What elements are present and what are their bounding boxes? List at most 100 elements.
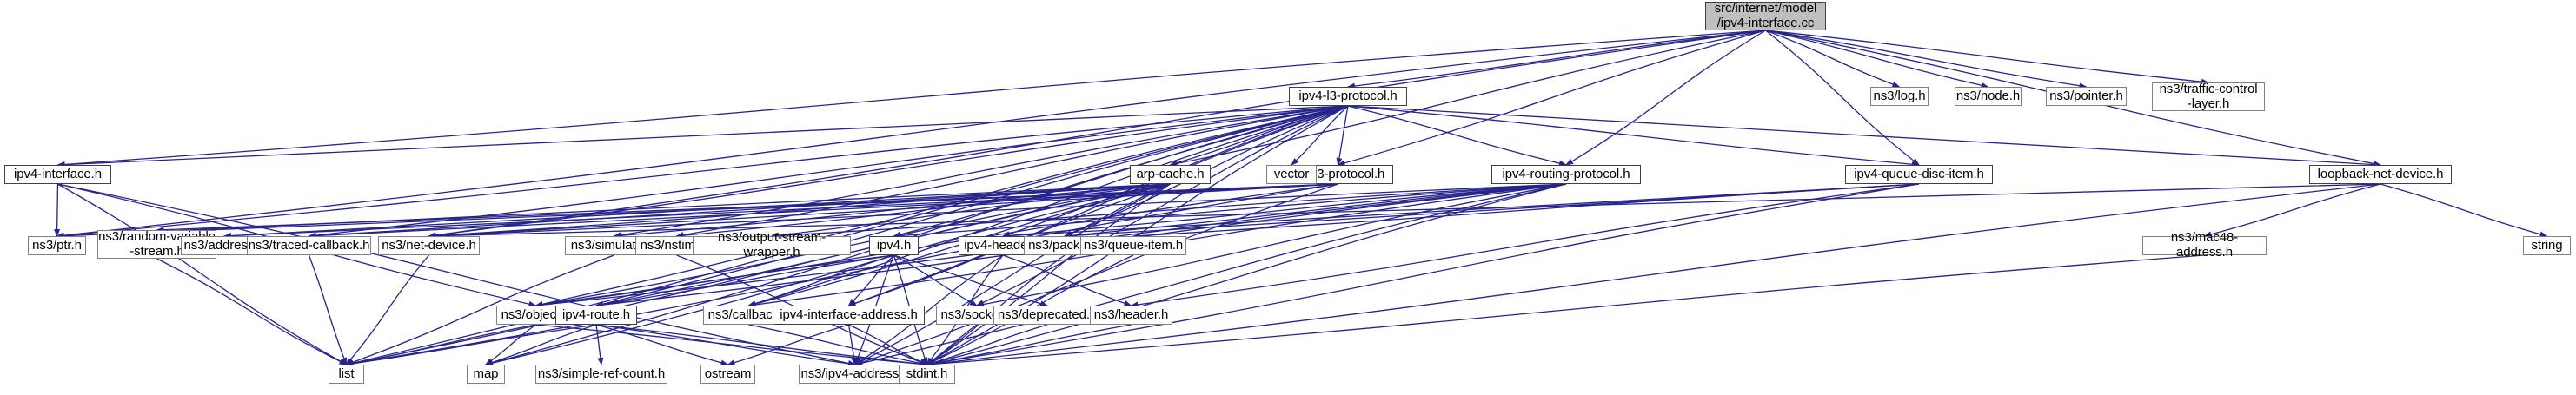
graph-edge (771, 183, 1567, 240)
graph-edge (1565, 30, 1766, 166)
graph-edge (56, 105, 1349, 168)
graph-node-arpcache[interactable]: arp-cache.h (1130, 165, 1211, 184)
graph-edge (926, 324, 1048, 366)
graph-node-root[interactable]: src/internet/model /ipv4-interface.cc (1705, 1, 1826, 30)
graph-edge (1337, 30, 1766, 167)
graph-node-stdint[interactable]: stdint.h (899, 365, 955, 384)
graph-node-ipv4iface[interactable]: ipv4-interface.h (4, 165, 111, 184)
graph-edge (308, 254, 348, 365)
graph-edge (926, 183, 1920, 367)
graph-edge (54, 183, 61, 237)
graph-node-log[interactable]: ns3/log.h (1870, 87, 1929, 106)
graph-edge (893, 254, 1048, 307)
graph-node-node[interactable]: ns3/node.h (1955, 87, 2022, 106)
graph-node-header[interactable]: ns3/header.h (1090, 306, 1172, 325)
graph-node-ipv4queuedisc[interactable]: ipv4-queue-disc-item.h (1845, 165, 1993, 184)
graph-edge (595, 105, 1349, 307)
graph-edge (595, 324, 856, 367)
graph-node-deprecated[interactable]: ns3/deprecated.h (993, 306, 1101, 325)
graph-node-loopback[interactable]: loopback-net-device.h (2309, 165, 2452, 184)
graph-node-ipv4route[interactable]: ipv4-route.h (555, 306, 637, 325)
graph-edge (345, 254, 429, 365)
graph-edge (485, 183, 1171, 366)
graph-edge (345, 324, 536, 366)
graph-edge (893, 183, 1567, 239)
graph-node-simplerefcount[interactable]: ns3/simple-ref-count.h (535, 365, 667, 384)
graph-edge (926, 324, 1132, 367)
graph-node-ipv4routing[interactable]: ipv4-routing-protocol.h (1491, 165, 1641, 184)
graph-edge (1169, 30, 1766, 167)
graph-edge (428, 183, 1171, 239)
graph-edge (2380, 183, 2548, 238)
graph-edge (1130, 183, 1920, 308)
graph-edge (345, 324, 597, 367)
graph-edge (428, 30, 1766, 239)
graph-edge (1132, 183, 1920, 240)
graph-edge (771, 183, 1171, 239)
graph-node-ptr[interactable]: ns3/ptr.h (28, 236, 86, 255)
graph-edge (847, 324, 858, 365)
graph-edge (847, 254, 894, 306)
graph-edge (308, 105, 1349, 239)
graph-edge (56, 30, 1766, 239)
graph-node-list[interactable]: list (329, 365, 364, 384)
graph-edge (2203, 183, 2381, 238)
graph-edge (595, 324, 928, 367)
graph-edge (926, 183, 2381, 367)
graph-edge (345, 254, 614, 365)
graph-node-ipv4address[interactable]: ns3/ipv4-address.h (799, 365, 912, 384)
graph-edge (56, 30, 1766, 168)
graph-edge (1765, 30, 1989, 89)
graph-edge (926, 254, 2205, 367)
graph-edge (976, 105, 1349, 306)
graph-edge (534, 105, 1349, 307)
graph-edge (848, 324, 928, 365)
graph-node-callback[interactable]: ns3/callback.h (703, 306, 794, 325)
graph-edge (57, 183, 348, 365)
graph-edge (893, 254, 978, 306)
graph-edge (534, 183, 1171, 308)
graph-edge (854, 254, 1004, 365)
graph-edge (747, 254, 894, 306)
graph-node-trafficctl[interactable]: ns3/traffic-control -layer.h (2152, 82, 2265, 111)
graph-node-netdevice[interactable]: ns3/net-device.h (378, 236, 480, 255)
graph-node-ostream[interactable]: ostream (700, 365, 755, 384)
graph-edge (727, 324, 849, 366)
graph-edge (1347, 105, 1920, 168)
graph-edge (534, 254, 894, 308)
graph-edge (1291, 105, 1349, 166)
graph-edge (1347, 105, 1567, 167)
graph-edge (345, 183, 1338, 367)
graph-edge (1765, 30, 2209, 85)
graph-node-string[interactable]: string (2523, 236, 2571, 255)
graph-edge (156, 258, 348, 365)
graph-edge (1347, 105, 2381, 168)
graph-edge (613, 183, 1171, 239)
graph-edge (595, 324, 604, 365)
graph-node-queueitem[interactable]: ns3/queue-item.h (1080, 236, 1186, 255)
graph-edge (1765, 30, 2088, 89)
graph-node-pointer[interactable]: ns3/pointer.h (2046, 87, 2127, 106)
graph-edge (675, 105, 1349, 239)
graph-edge (1002, 254, 1132, 306)
graph-node-outstream[interactable]: ns3/output-stream-wrapper.h (693, 230, 851, 260)
graph-node-ipv4ifaceaddr[interactable]: ipv4-interface-address.h (773, 306, 925, 325)
graph-node-tracedcb[interactable]: ns3/traced-callback.h (247, 236, 371, 255)
graph-node-vector[interactable]: vector (1266, 165, 1317, 184)
graph-edge (1347, 30, 1766, 89)
graph-edge (1002, 183, 1567, 239)
graph-edge (56, 105, 1349, 239)
graph-node-ipv4l3[interactable]: ipv4-l3-protocol.h (1289, 87, 1407, 106)
graph-edge (1765, 30, 1920, 166)
graph-edge (748, 324, 928, 366)
graph-edge (485, 324, 597, 365)
graph-edge (595, 254, 894, 308)
graph-node-mac48[interactable]: ns3/mac48-address.h (2142, 230, 2267, 260)
graph-edge (1765, 30, 1901, 88)
graph-node-address[interactable]: ns3/address.h (181, 236, 268, 255)
graph-node-map[interactable]: map (467, 365, 505, 384)
graph-edge (57, 183, 856, 366)
graph-node-ipv4[interactable]: ipv4.h (869, 236, 919, 255)
